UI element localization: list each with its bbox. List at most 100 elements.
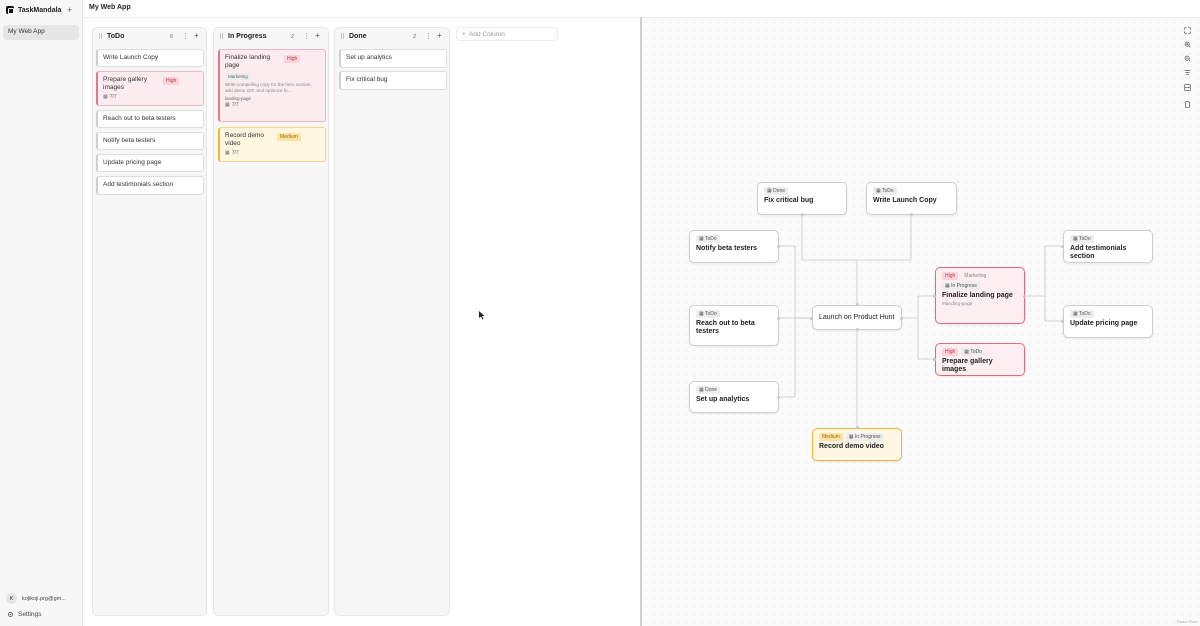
node-write-launch-copy[interactable]: ▦ ToDo Write Launch Copy [866, 182, 957, 215]
add-project-button[interactable]: + [67, 5, 73, 15]
priority-badge: Medium [277, 133, 301, 141]
status-text: In Progress [951, 283, 977, 289]
account-menu[interactable]: K kojikoji.prg@gm... [6, 593, 74, 604]
add-column-button[interactable]: + Add Column [456, 27, 558, 41]
zoom-out-button[interactable] [1183, 54, 1192, 63]
status-text: ToDo [882, 188, 894, 194]
node-handle[interactable] [856, 426, 859, 429]
grid-button[interactable] [1183, 83, 1192, 92]
kanban-card[interactable]: Set up analytics [339, 49, 447, 68]
card-title: Write Launch Copy [103, 54, 159, 61]
card-label: landing-page [225, 96, 252, 101]
node-title: Notify beta testers [696, 245, 758, 252]
node-handle[interactable] [856, 328, 859, 331]
edge [801, 215, 858, 305]
status-badge: ▦ ToDo [1070, 235, 1094, 243]
calendar-icon: ▦ [103, 94, 108, 100]
layout-button[interactable] [1183, 68, 1192, 77]
node-notify-beta-testers[interactable]: ▦ ToDo Notify beta testers [689, 230, 779, 263]
kanban-card[interactable]: Finalize landing page High Marketing Wri… [218, 49, 326, 122]
node-handle[interactable] [777, 317, 780, 320]
add-card-button[interactable]: + [194, 31, 199, 40]
column-title: ToDo [107, 33, 125, 40]
status-badge: ▦ ToDo [1070, 310, 1094, 318]
node-handle[interactable] [777, 396, 780, 399]
add-card-button[interactable]: + [315, 31, 320, 40]
sidebar-item-my-web-app[interactable]: My Web App [3, 25, 79, 40]
edge [902, 295, 935, 319]
node-handle[interactable] [933, 358, 936, 361]
panel-resize-handle[interactable] [640, 17, 642, 626]
kanban-card[interactable]: Add testimonials section [96, 176, 204, 195]
node-add-testimonials-section[interactable]: ▦ ToDo Add testimonials section [1063, 230, 1153, 263]
node-fix-critical-bug[interactable]: ▦ Done Fix critical bug [757, 182, 847, 215]
edge [779, 245, 812, 319]
column-header: ⠿ Done 2 ⋮ + [335, 28, 449, 46]
node-record-demo-video[interactable]: Medium ▦ In Progress Record demo video [812, 428, 902, 461]
zoom-in-icon [1184, 41, 1191, 48]
root-node-title: Launch on Product Hunt [819, 314, 895, 321]
kanban-card[interactable]: Write Launch Copy [96, 49, 204, 67]
node-handle[interactable] [810, 317, 813, 320]
export-button[interactable] [1183, 100, 1192, 109]
column-menu-icon[interactable]: ⋮ [425, 33, 432, 40]
column-done: ⠿ Done 2 ⋮ + Set up analytics Fix critic… [334, 27, 450, 616]
kanban-card[interactable]: Reach out to beta testers [96, 110, 204, 128]
zoom-out-icon [1184, 55, 1191, 62]
column-menu-icon[interactable]: ⋮ [303, 33, 310, 40]
node-handle[interactable] [1023, 295, 1026, 298]
card-title: Add testimonials section [103, 181, 174, 188]
drag-handle-icon[interactable]: ⠿ [219, 34, 225, 41]
kanban-card[interactable]: Notify beta testers [96, 132, 204, 150]
node-handle[interactable] [1061, 320, 1064, 323]
node-handle[interactable] [910, 213, 913, 216]
node-launch-on-product-hunt[interactable]: Launch on Product Hunt [812, 305, 902, 330]
card-title: Fix critical bug [346, 76, 388, 83]
react-flow-attribution[interactable]: React Flow [1176, 619, 1197, 624]
node-title: Update pricing page [1070, 320, 1138, 327]
node-title: Finalize landing page [942, 292, 1013, 299]
zoom-in-button[interactable] [1183, 40, 1192, 49]
node-handle[interactable] [1061, 245, 1064, 248]
kanban-card[interactable]: Record demo video Medium ▦ 7/7 [218, 127, 326, 162]
card-title: Finalize landing page [225, 54, 271, 69]
node-title: Write Launch Copy [873, 197, 937, 204]
status-text: ToDo [705, 236, 717, 242]
node-handle[interactable] [777, 245, 780, 248]
avatar: K [6, 593, 17, 604]
plus-icon: + [462, 31, 466, 38]
node-title: Reach out to beta testers [696, 320, 755, 335]
grid-icon [1184, 84, 1191, 91]
priority-badge: High [163, 77, 180, 85]
brand[interactable]: TaskMandala [6, 6, 61, 14]
node-prepare-gallery-images[interactable]: High ▦ ToDo Prepare gallery images [935, 343, 1025, 376]
node-reach-out-to-beta-testers[interactable]: ▦ ToDo Reach out to beta testers [689, 305, 779, 346]
status-text: Done [705, 387, 718, 393]
status-text: ToDo [705, 311, 717, 317]
node-handle[interactable] [900, 317, 903, 320]
node-update-pricing-page[interactable]: ▦ ToDo Update pricing page [1063, 305, 1153, 338]
add-column-label: Add Column [469, 31, 505, 38]
column-menu-icon[interactable]: ⋮ [182, 33, 189, 40]
kanban-card[interactable]: Update pricing page [96, 154, 204, 172]
node-handle[interactable] [933, 295, 936, 298]
column-header: ⠿ In Progress 2 ⋮ + [214, 28, 328, 46]
align-icon [1184, 70, 1191, 75]
card-title: Prepare gallery images [103, 76, 148, 91]
kanban-card[interactable]: Prepare gallery images High ▦ 7/7 [96, 71, 204, 106]
node-finalize-landing-page[interactable]: High Marketing ▦ In Progress Finalize la… [935, 267, 1025, 324]
drag-handle-icon[interactable]: ⠿ [98, 34, 104, 41]
node-handle[interactable] [856, 303, 859, 306]
add-card-button[interactable]: + [437, 31, 442, 40]
date-text: 7/7 [231, 150, 239, 156]
node-set-up-analytics[interactable]: ▦ Done Set up analytics [689, 381, 779, 413]
edge [779, 318, 796, 398]
fit-view-button[interactable] [1183, 26, 1192, 35]
settings-button[interactable]: Settings [7, 611, 42, 618]
kanban-card[interactable]: Fix critical bug [339, 71, 447, 90]
node-handle[interactable] [801, 213, 804, 216]
column-count: 2 [291, 34, 295, 40]
drag-handle-icon[interactable]: ⠿ [340, 34, 346, 41]
status-text: In Progress [854, 434, 881, 440]
